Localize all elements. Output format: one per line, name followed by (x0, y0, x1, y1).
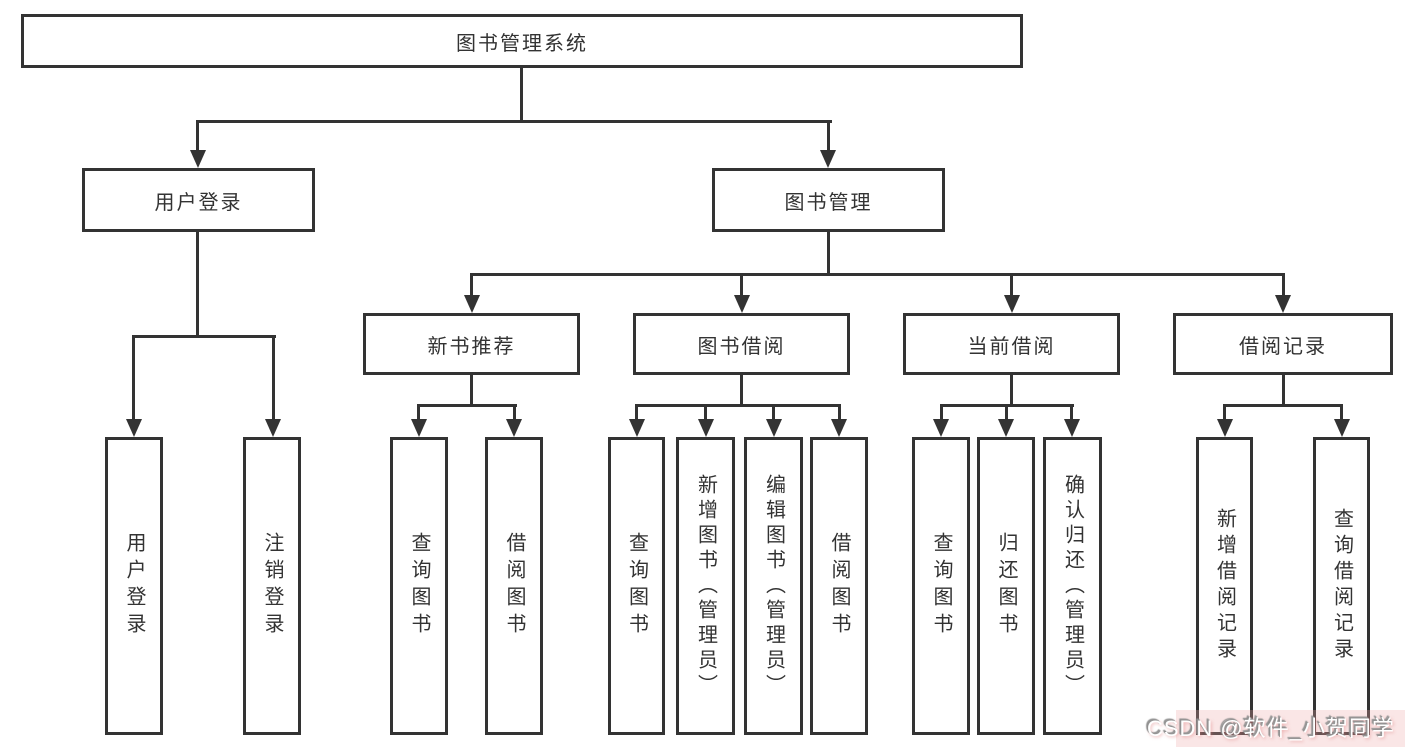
connector-book-management-bar (470, 273, 1285, 276)
node-borrow-records-label: 借阅记录 (1239, 335, 1327, 358)
leaf-borrow-books: 借阅图书 (810, 437, 868, 735)
connector-borrow-records-stem (1282, 375, 1285, 407)
connector-to-book-borrow (740, 273, 743, 299)
leaf-borrow-query-books-label: 查询图书 (625, 532, 648, 640)
arrow-down-icon (1275, 295, 1291, 313)
node-library-system: 图书管理系统 (21, 14, 1023, 68)
connector-leaf-stem (838, 404, 841, 421)
node-book-management: 图书管理 (712, 168, 945, 232)
connector-to-leaf-logout (272, 335, 275, 419)
connector-leaf-stem (940, 404, 943, 421)
connector-leaf-stem (772, 404, 775, 421)
leaf-query-borrow-record: 查询借阅记录 (1313, 437, 1370, 735)
arrow-down-icon (506, 419, 522, 437)
connector-leaf-stem (1223, 404, 1226, 421)
connector-leaf-stem (1005, 404, 1008, 421)
node-book-borrow-label: 图书借阅 (697, 335, 786, 358)
connector-recommend-bar (417, 404, 517, 407)
connector-leaf-stem (1340, 404, 1343, 421)
leaf-query-borrow-record-label: 查询借阅记录 (1330, 508, 1353, 664)
arrow-down-icon (1004, 295, 1020, 313)
arrow-down-icon (734, 295, 750, 313)
node-book-borrow: 图书借阅 (633, 313, 850, 375)
connector-book-borrow-bar (635, 404, 841, 407)
leaf-return-books: 归还图书 (977, 437, 1035, 735)
arrow-down-icon (998, 419, 1014, 437)
leaf-user-login: 用户登录 (105, 437, 163, 735)
leaf-borrow-query-books: 查询图书 (608, 437, 665, 735)
node-current-borrow-label: 当前借阅 (967, 335, 1056, 358)
connector-leaf-stem (1070, 404, 1073, 421)
node-current-borrow: 当前借阅 (903, 313, 1120, 375)
arrow-down-icon (698, 419, 714, 437)
connector-leaf-stem (704, 404, 707, 421)
arrow-down-icon (190, 150, 206, 168)
leaf-edit-books-admin-label: 编辑图书（管理员） (762, 473, 785, 699)
node-borrow-records: 借阅记录 (1173, 313, 1393, 375)
leaf-add-books-admin: 新增图书（管理员） (676, 437, 735, 735)
connector-to-user-login (196, 120, 199, 152)
watermark: CSDN @软件_小贺同学 (1146, 716, 1395, 741)
connector-root-stem (520, 68, 523, 120)
arrow-down-icon (265, 419, 281, 437)
node-user-login-label: 用户登录 (154, 191, 243, 214)
connector-root-bar (196, 120, 832, 123)
leaf-current-query-books-label: 查询图书 (930, 532, 952, 640)
connector-book-borrow-stem (740, 375, 743, 407)
leaf-edit-books-admin: 编辑图书（管理员） (744, 437, 803, 735)
arrow-down-icon (933, 419, 949, 437)
leaf-logout: 注销登录 (243, 437, 301, 735)
arrow-down-icon (1334, 419, 1350, 437)
leaf-user-login-label: 用户登录 (123, 532, 145, 640)
leaf-add-borrow-record: 新增借阅记录 (1196, 437, 1253, 735)
leaf-recommend-borrow-books: 借阅图书 (485, 437, 543, 735)
connector-leaf-stem (417, 404, 420, 421)
arrow-down-icon (411, 419, 427, 437)
arrow-down-icon (831, 419, 847, 437)
arrow-down-icon (126, 419, 142, 437)
arrow-down-icon (464, 295, 480, 313)
leaf-recommend-query-books-label: 查询图书 (408, 532, 430, 640)
arrow-down-icon (820, 150, 836, 168)
leaf-return-books-label: 归还图书 (995, 532, 1017, 640)
leaf-recommend-borrow-books-label: 借阅图书 (503, 532, 525, 640)
node-book-management-label: 图书管理 (784, 191, 873, 214)
connector-to-leaf-user-login (132, 335, 135, 419)
node-user-login: 用户登录 (82, 168, 315, 232)
leaf-add-borrow-record-label: 新增借阅记录 (1213, 508, 1236, 664)
arrow-down-icon (1217, 419, 1233, 437)
leaf-borrow-books-label: 借阅图书 (828, 532, 850, 640)
connector-user-login-bar (132, 335, 276, 338)
leaf-recommend-query-books: 查询图书 (390, 437, 448, 735)
leaf-current-query-books: 查询图书 (912, 437, 970, 735)
connector-to-book-management (827, 120, 830, 152)
leaf-logout-label: 注销登录 (261, 532, 283, 640)
leaf-add-books-admin-label: 新增图书（管理员） (694, 473, 717, 699)
leaf-confirm-return-admin-label: 确认归还（管理员） (1061, 473, 1084, 699)
leaf-confirm-return-admin: 确认归还（管理员） (1043, 437, 1102, 735)
connector-current-borrow-stem (1010, 375, 1013, 407)
connector-leaf-stem (513, 404, 516, 421)
connector-user-login-stem (196, 232, 199, 338)
connector-borrow-records-bar (1223, 404, 1343, 407)
arrow-down-icon (629, 419, 645, 437)
node-new-book-recommend-label: 新书推荐 (427, 335, 516, 358)
connector-to-new-book-recommend (470, 273, 473, 299)
connector-book-management-stem (827, 232, 830, 276)
connector-recommend-stem (470, 375, 473, 407)
connector-leaf-stem (635, 404, 638, 421)
connector-to-borrow-records (1282, 273, 1285, 299)
arrow-down-icon (1064, 419, 1080, 437)
arrow-down-icon (766, 419, 782, 437)
node-library-system-label: 图书管理系统 (456, 32, 588, 55)
node-new-book-recommend: 新书推荐 (363, 313, 580, 375)
connector-to-current-borrow (1010, 273, 1013, 299)
